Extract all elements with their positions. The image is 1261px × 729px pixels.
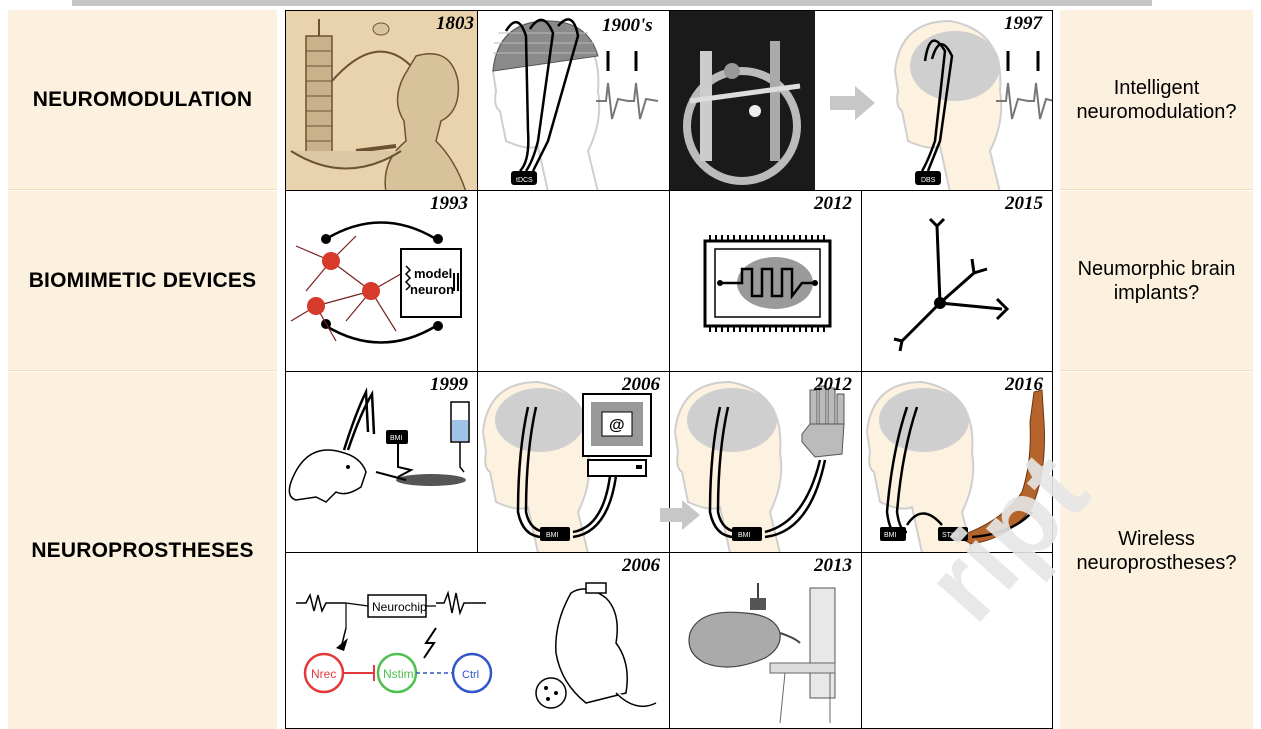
cell-1900s-tdcs: tDCS 1900's	[477, 10, 670, 191]
row-label-biomimetic: BIOMIMETIC DEVICES	[29, 269, 257, 293]
nstim-label: Nstim	[383, 667, 414, 681]
top-scrollbar	[72, 0, 1152, 6]
neurochip-label: Neurochip	[372, 600, 427, 614]
year-label: 2006	[621, 374, 661, 395]
year-label: 1993	[430, 193, 468, 214]
year-label: 2013	[813, 555, 852, 576]
future-text-neuromodulation: Intelligent neuromodulation?	[1062, 76, 1252, 124]
cell-1993-model-neuron: model neuron 1993	[285, 190, 478, 372]
mesh-electronics-illustration: 2015	[862, 191, 1053, 372]
future-panel-neuroprostheses: Wireless neuroprostheses?	[1060, 372, 1253, 729]
future-panel-neuromodulation: Intelligent neuromodulation?	[1060, 10, 1253, 190]
progression-arrow	[660, 500, 700, 530]
year-label: 2015	[1004, 193, 1044, 214]
hand-bmi-box-label: BMI	[738, 532, 751, 539]
row-label-neuromodulation: NEUROMODULATION	[33, 88, 253, 112]
tdcs-box-label: tDCS	[516, 177, 533, 184]
cell-2012-chip: 2012	[669, 190, 862, 372]
dbs-illustration: DBS 1997	[670, 11, 1053, 191]
cell-empty-row2	[477, 190, 670, 372]
row-label-panel-neuromodulation: NEUROMODULATION	[8, 10, 277, 190]
dbs-box-label: DBS	[921, 177, 936, 184]
year-label: 1803	[436, 13, 474, 34]
row-label-panel-neuroprostheses: NEUROPROSTHESES	[8, 372, 277, 729]
cell-2006-neurochip: Neurochip Nrec Nstim Ctrl 2006	[285, 552, 670, 729]
rat-bmi-illustration: BMI 1999	[286, 372, 478, 553]
cell-1999-rat-bmi: BMI 1999	[285, 371, 478, 553]
year-label: 2016	[1004, 374, 1044, 395]
nrec-label: Nrec	[311, 667, 336, 681]
year-label: 2012	[813, 374, 853, 395]
arm-bmi-box-label: BMI	[884, 532, 897, 539]
neuromorphic-chip-illustration: 2012	[670, 191, 862, 372]
galvanism-illustration: 1803	[286, 11, 478, 191]
bci-computer-illustration: @ BMI 2006	[478, 372, 670, 553]
rat-bmi-box-label: BMI	[390, 435, 403, 442]
timeline-grid: 1803 tDCS 1900's	[285, 10, 1053, 729]
cell-2013-rat-wireless: 2013	[669, 552, 862, 729]
bci-bmi-box-label: BMI	[546, 532, 559, 539]
email-at-symbol: @	[609, 417, 625, 434]
year-label: 2012	[813, 193, 853, 214]
year-label: 2006	[621, 555, 661, 576]
rat-wireless-illustration: 2013	[670, 553, 862, 729]
future-panel-biomimetic: Neumorphic brain implants?	[1060, 191, 1253, 371]
row-label-neuroprostheses: NEUROPROSTHESES	[31, 539, 253, 563]
row-label-panel-biomimetic: BIOMIMETIC DEVICES	[8, 191, 277, 371]
neurochip-illustration: Neurochip Nrec Nstim Ctrl 2006	[286, 553, 670, 729]
tdcs-illustration: tDCS 1900's	[478, 11, 670, 191]
future-text-biomimetic: Neumorphic brain implants?	[1072, 257, 1242, 305]
model-neuron-illustration: model neuron 1993	[286, 191, 478, 372]
cell-1803-galvanism: 1803	[285, 10, 478, 191]
cell-2015-mesh: 2015	[861, 190, 1053, 372]
ctrl-label: Ctrl	[462, 669, 479, 681]
cell-1997-dbs: DBS 1997	[669, 10, 1053, 191]
year-label: 1900's	[602, 15, 653, 36]
neuron-label: neuron	[410, 282, 454, 297]
cell-2006-bci-computer: @ BMI 2006	[477, 371, 670, 553]
model-label: model	[414, 266, 452, 281]
year-label: 1997	[1004, 13, 1044, 34]
year-label: 1999	[430, 374, 469, 395]
